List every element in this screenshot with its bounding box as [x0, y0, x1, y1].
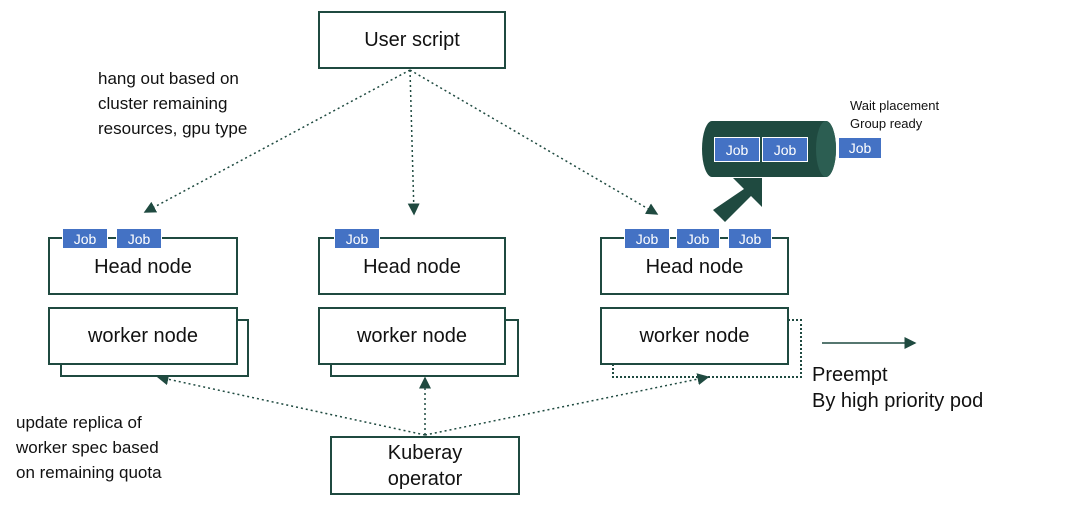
job-badge: Job: [624, 228, 670, 249]
kuberay-operator-box: Kuberay operator: [330, 436, 520, 495]
worker-node: worker node: [600, 307, 789, 365]
job-badge: Job: [116, 228, 162, 249]
queued-job: Job: [762, 137, 808, 162]
kuberay-operator-label: Kuberay operator: [387, 441, 463, 490]
queue-arrow: [713, 178, 762, 222]
note-update-replica: update replica of worker spec based on r…: [16, 413, 162, 482]
worker-node-label: worker node: [87, 324, 199, 347]
arrow-operator-to-worker-3: [424, 373, 710, 436]
arrow-user-to-cluster-3: [409, 69, 659, 215]
head-node-label: Head node: [94, 255, 192, 278]
job-badge: Job: [62, 228, 108, 249]
head-node-label: Head node: [645, 255, 744, 278]
waiting-job: Job: [838, 137, 882, 159]
arrow-user-to-cluster-2: [407, 69, 420, 216]
arrow-operator-to-worker-1: [156, 373, 426, 436]
note-hang-out: hang out based on cluster remaining reso…: [98, 69, 248, 138]
queued-job: Job: [714, 137, 760, 162]
queue-label: Wait placement Group ready: [850, 98, 940, 131]
preempt-label: Preempt By high priority pod: [812, 364, 984, 412]
user-script-label: User script: [364, 28, 460, 51]
job-badge: Job: [334, 228, 380, 249]
arrow-user-to-cluster-1: [143, 69, 411, 213]
job-badge: Job: [728, 228, 772, 249]
job-badge: Job: [676, 228, 720, 249]
worker-node-label: worker node: [639, 324, 750, 347]
head-node-label: Head node: [363, 255, 461, 278]
worker-node: worker node: [318, 307, 506, 365]
worker-node-label: worker node: [356, 324, 468, 347]
worker-node: worker node: [48, 307, 238, 365]
user-script-box: User script: [318, 11, 506, 69]
